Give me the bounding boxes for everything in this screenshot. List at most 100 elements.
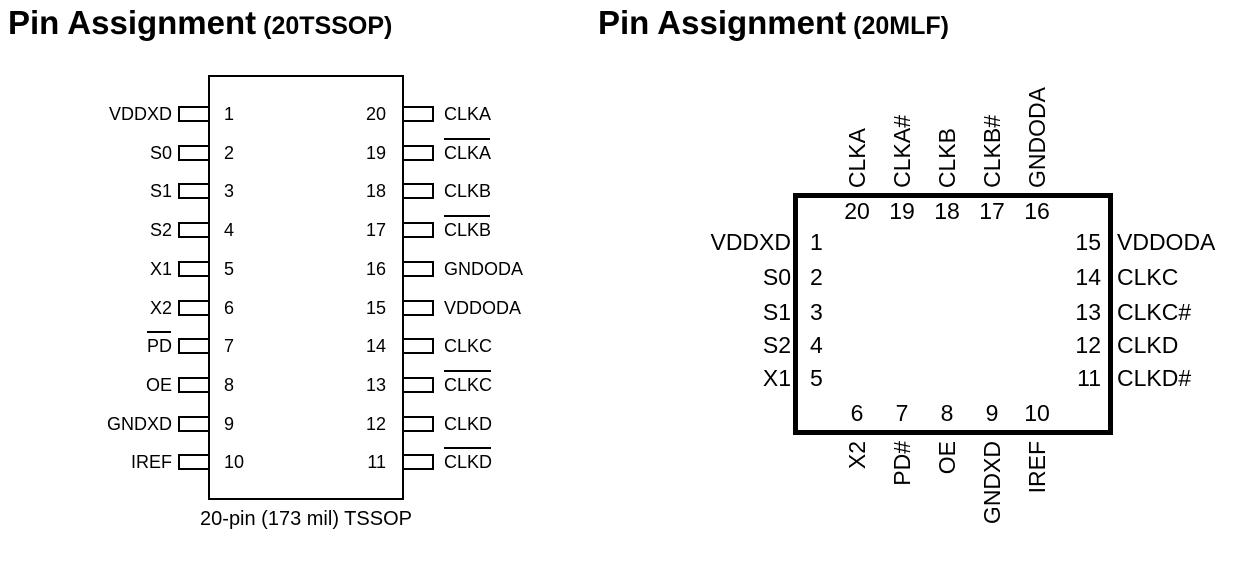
pin-label: CLKA (444, 102, 491, 126)
pin-number: 1 (810, 229, 823, 255)
pin-box (402, 261, 434, 277)
pin-label: CLKA (444, 138, 491, 165)
pin-label-text: S0 (149, 143, 172, 163)
pin-box (178, 416, 210, 432)
pin-label: PD (0, 331, 172, 358)
pin-label-text: PD (146, 331, 172, 356)
pin-label: OE (934, 441, 960, 475)
pin-number: 18 (934, 198, 960, 224)
pin-label: GNDXD (0, 412, 172, 436)
pin-label: X1 (762, 365, 791, 391)
pin-label: CLKC# (1117, 299, 1192, 325)
pin-box (178, 222, 210, 238)
tssop-title-suffix: (20TSSOP) (263, 12, 393, 40)
pin-number: 1 (224, 104, 235, 124)
pin-label: S2 (0, 218, 172, 242)
pin-number: 2 (224, 143, 235, 163)
pin-box (178, 454, 210, 470)
pin-box (402, 377, 434, 393)
pin-number: 16 (1024, 198, 1050, 224)
pin-number: 2 (810, 264, 823, 290)
pin-label-text: CLKD (444, 447, 493, 472)
mlf-title-text: Pin Assignment (598, 4, 847, 41)
pin-number: 7 (224, 336, 235, 356)
pin-box (402, 106, 434, 122)
pin-label-text: CLKD (444, 414, 493, 434)
pin-label: CLKD# (1117, 365, 1192, 391)
pin-label-text: X1 (149, 259, 172, 279)
pin-number: 12 (365, 414, 386, 434)
pin-number: 9 (224, 414, 235, 434)
pin-box (178, 338, 210, 354)
pin-box (402, 416, 434, 432)
pin-number: 3 (224, 181, 235, 201)
pin-label-text: OE (145, 375, 172, 395)
pin-box (402, 145, 434, 161)
pin-number: 16 (365, 259, 386, 279)
pin-number: 8 (940, 400, 954, 426)
mlf-title-suffix: (20MLF) (853, 12, 949, 40)
pin-label: S1 (762, 299, 791, 325)
pin-number: 6 (224, 298, 235, 318)
pin-label-text: VDDODA (444, 298, 522, 318)
pin-box (402, 183, 434, 199)
pin-label: S0 (762, 264, 791, 290)
pin-label: X2 (0, 296, 172, 320)
pin-box (178, 377, 210, 393)
pin-label-text: GNDODA (444, 259, 524, 279)
pin-label: IREF (0, 450, 172, 474)
pin-label-text: CLKB (444, 181, 492, 201)
pin-box (178, 106, 210, 122)
pin-label: CLKA (844, 127, 870, 188)
pin-label: VDDODA (1117, 229, 1216, 255)
pin-label: CLKB# (979, 115, 1005, 188)
pin-label: CLKD (444, 447, 493, 474)
pin-number: 3 (810, 299, 823, 325)
pin-number: 12 (1075, 332, 1101, 358)
pin-box (178, 183, 210, 199)
pin-label: GNDODA (444, 257, 523, 281)
pin-label: PD# (889, 441, 915, 486)
pin-number: 17 (979, 198, 1005, 224)
pin-number: 17 (365, 220, 386, 240)
tssop-section-title: Pin Assignment(20TSSOP) (8, 4, 392, 42)
pin-label-text: GNDXD (106, 414, 172, 434)
pin-label-text: IREF (130, 452, 172, 472)
pin-number: 15 (1075, 229, 1101, 255)
pin-number: 19 (889, 198, 915, 224)
pin-number: 19 (365, 143, 386, 163)
pin-number: 14 (365, 336, 386, 356)
pin-label: CLKA# (889, 115, 915, 188)
pin-number: 13 (365, 375, 386, 395)
tssop-chip-body (208, 75, 404, 500)
pin-label: VDDXD (0, 102, 172, 126)
pin-number: 8 (224, 375, 235, 395)
pin-label: CLKC (444, 334, 492, 358)
pin-number: 10 (1024, 400, 1050, 426)
pin-box (178, 261, 210, 277)
pin-label: CLKC (444, 370, 493, 397)
tssop-caption: 20-pin (173 mil) TSSOP (200, 508, 412, 530)
pin-number: 10 (224, 452, 245, 472)
pin-label-text: S2 (149, 220, 172, 240)
pin-number: 4 (224, 220, 235, 240)
mlf-package-outline (793, 193, 1113, 435)
pin-label-text: CLKC (444, 370, 493, 395)
pin-number: 11 (1077, 365, 1101, 391)
pin-label: OE (0, 373, 172, 397)
pin-label: S0 (0, 141, 172, 165)
pin-number: 6 (850, 400, 864, 426)
pin-label: IREF (1024, 441, 1050, 494)
pin-label: VDDODA (444, 296, 521, 320)
pin-box (402, 222, 434, 238)
pin-number: 14 (1075, 264, 1101, 290)
pin-label-text: VDDXD (108, 104, 172, 124)
pin-box (178, 145, 210, 161)
pin-number: 11 (367, 452, 386, 472)
pin-label: GNDXD (979, 441, 1005, 525)
pin-box (402, 454, 434, 470)
pin-label-text: CLKA (444, 104, 492, 124)
